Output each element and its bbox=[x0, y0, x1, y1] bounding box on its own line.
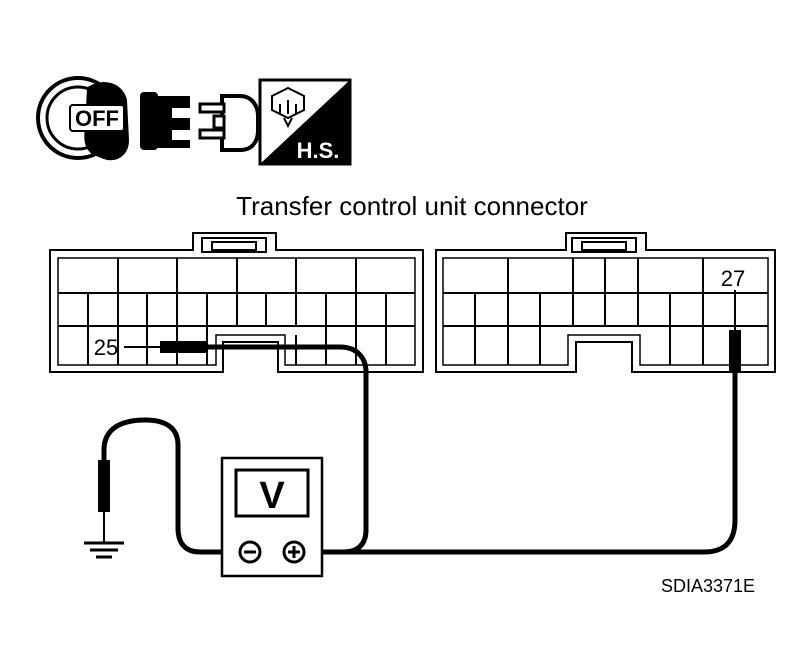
connector-disconnect-icon bbox=[140, 92, 260, 152]
harness-connector-hs-icon: H.S. bbox=[258, 78, 352, 166]
ignition-key-icon: OFF bbox=[36, 76, 130, 160]
voltmeter: V bbox=[220, 456, 324, 578]
hs-label: H.S. bbox=[297, 138, 340, 163]
figure-code: SDIA3371E bbox=[661, 576, 755, 596]
ground-symbol-icon bbox=[84, 541, 124, 559]
connector-title: Transfer control unit connector bbox=[236, 191, 588, 221]
probe-terminal-27 bbox=[322, 290, 741, 555]
right-connector bbox=[435, 232, 776, 373]
ignition-off-label: OFF bbox=[75, 106, 119, 131]
ground-lead bbox=[98, 417, 232, 555]
terminal-25-label: 25 bbox=[94, 335, 118, 360]
left-connector bbox=[49, 232, 424, 373]
voltmeter-display: V bbox=[259, 475, 285, 517]
terminal-27-label: 27 bbox=[721, 266, 745, 291]
